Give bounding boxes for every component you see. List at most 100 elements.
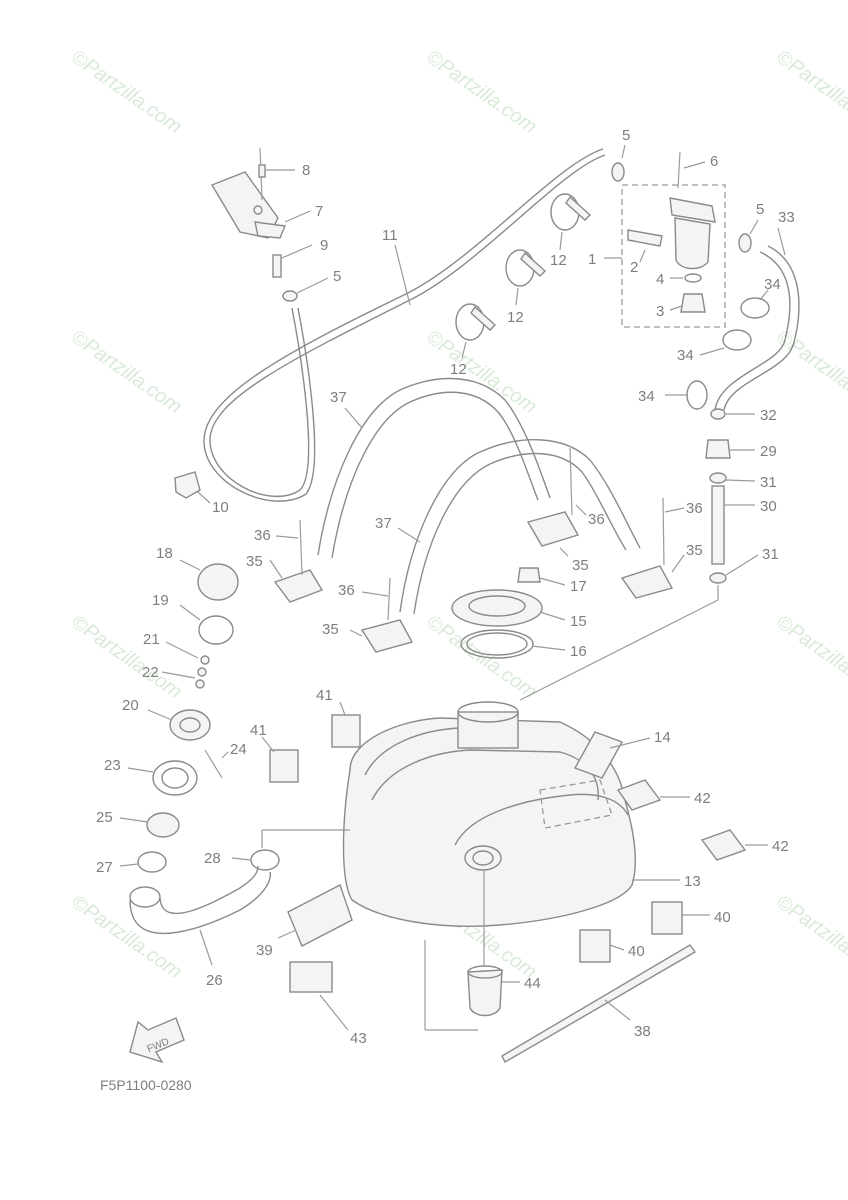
- callout-23: 23: [104, 757, 121, 774]
- pad-part-43: [289, 961, 333, 993]
- oring-part-4: [684, 273, 702, 283]
- watermark: ©Partzilla.com: [67, 891, 185, 983]
- callout-22: 22: [142, 664, 159, 681]
- watermark: ©Partzilla.com: [772, 326, 848, 418]
- cap-part-18: [197, 563, 239, 601]
- callout-16: 16: [570, 643, 587, 660]
- callout-39: 39: [256, 942, 273, 959]
- leader: [609, 944, 625, 951]
- leader: [559, 547, 569, 557]
- pad-part-40a: [579, 929, 611, 963]
- pad-part-42b: [700, 829, 747, 861]
- chain-link: [197, 667, 207, 677]
- callout-27: 27: [96, 859, 113, 876]
- callout-19: 19: [152, 592, 169, 609]
- watermark: ©Partzilla.com: [772, 891, 848, 983]
- cover-part-38: [501, 944, 697, 1063]
- strap-part-37a: [317, 377, 551, 556]
- tank-gauge-mount: [457, 711, 519, 749]
- clamp-part-12a: [550, 193, 580, 231]
- callout-37: 37: [375, 515, 392, 532]
- leader: [231, 857, 252, 861]
- clamp-tab: [520, 251, 547, 277]
- leader: [669, 305, 683, 311]
- leader: [269, 559, 283, 579]
- gasket-part-16-inner: [466, 632, 528, 656]
- fuel-line-assembly: 33 34 34 34 32 29 31 30 31: [638, 209, 800, 600]
- pad-part-14: [573, 731, 624, 779]
- primer-hole: [253, 205, 263, 215]
- callout-21: 21: [143, 631, 160, 648]
- gasket-part-16: [460, 629, 534, 659]
- bracket-part-35c: [620, 565, 674, 599]
- fuel-tank-part-13: 13: [261, 599, 719, 1031]
- clamps-12: 12 12 12: [450, 193, 592, 378]
- callout-38: 38: [634, 1023, 651, 1040]
- leader: [275, 535, 299, 539]
- leader: [147, 709, 173, 721]
- clip-part-32: [710, 408, 726, 420]
- watermark: ©Partzilla.com: [422, 46, 540, 138]
- callout-2: 2: [630, 259, 638, 276]
- watermark: ©Partzilla.com: [422, 326, 540, 418]
- leader: [461, 341, 467, 359]
- plate-part-15-inner: [468, 595, 526, 617]
- filler-neck-inner: [179, 717, 201, 733]
- callout-26: 26: [206, 972, 223, 989]
- clamp-tab: [565, 195, 592, 221]
- leader: [394, 244, 411, 306]
- leader: [161, 671, 196, 679]
- leader: [725, 554, 759, 576]
- callout-32: 32: [760, 407, 777, 424]
- hose-part-30: [711, 485, 725, 565]
- gasket-part-23: [152, 760, 198, 796]
- callout-8: 8: [302, 162, 310, 179]
- primer-assembly: 8 7 9 5 10 11: [174, 147, 606, 516]
- callout-25: 25: [96, 809, 113, 826]
- filter-bowl: [674, 217, 711, 270]
- callout-34: 34: [764, 276, 781, 293]
- hose-part-33-outer: [723, 245, 800, 411]
- callout-5: 5: [756, 201, 764, 218]
- element-part-3: [680, 293, 706, 313]
- hose-primer: [209, 154, 606, 497]
- leader: [531, 645, 566, 651]
- leader: [277, 929, 297, 939]
- leader: [261, 736, 275, 753]
- clip-part-31b: [709, 572, 727, 584]
- callout-33: 33: [778, 209, 795, 226]
- leader: [397, 527, 421, 543]
- filter-head: [669, 197, 716, 223]
- pad-part-42a: [616, 779, 662, 811]
- pad-part-40b: [651, 901, 683, 935]
- callout-20: 20: [122, 697, 139, 714]
- tank-top-ridge: [364, 727, 629, 846]
- leader: [119, 863, 139, 867]
- nut-part-25: [146, 812, 180, 838]
- callout-34: 34: [638, 388, 655, 405]
- watermark: ©Partzilla.com: [67, 46, 185, 138]
- tank-straps: 37 37 35 35 35 35 36 36 36 36: [246, 377, 703, 653]
- fitting-part-44-top: [467, 965, 503, 979]
- callout-31: 31: [760, 474, 777, 491]
- callout-15: 15: [570, 613, 587, 630]
- callout-40: 40: [628, 943, 645, 960]
- leader: [604, 999, 631, 1021]
- watermark: ©Partzilla.com: [772, 611, 848, 703]
- callout-40: 40: [714, 909, 731, 926]
- leader: [119, 817, 149, 823]
- callout-41: 41: [316, 687, 333, 704]
- fitting-part-44: [467, 969, 503, 1017]
- bolt-part-36a: [299, 519, 303, 576]
- callout-14: 14: [654, 729, 671, 746]
- callout-43: 43: [350, 1030, 367, 1047]
- clip-part-5b: [611, 162, 625, 182]
- chain-link: [200, 655, 210, 665]
- watermark: ©Partzilla.com: [772, 46, 848, 138]
- callout-1: 1: [588, 251, 596, 268]
- fuel-filter-assembly: 1 2 4 3 6 5 5: [588, 127, 764, 328]
- figure-code: F5P1100-0280: [100, 1077, 192, 1093]
- filler-neck-part-20: [169, 709, 211, 741]
- callout-44: 44: [524, 975, 541, 992]
